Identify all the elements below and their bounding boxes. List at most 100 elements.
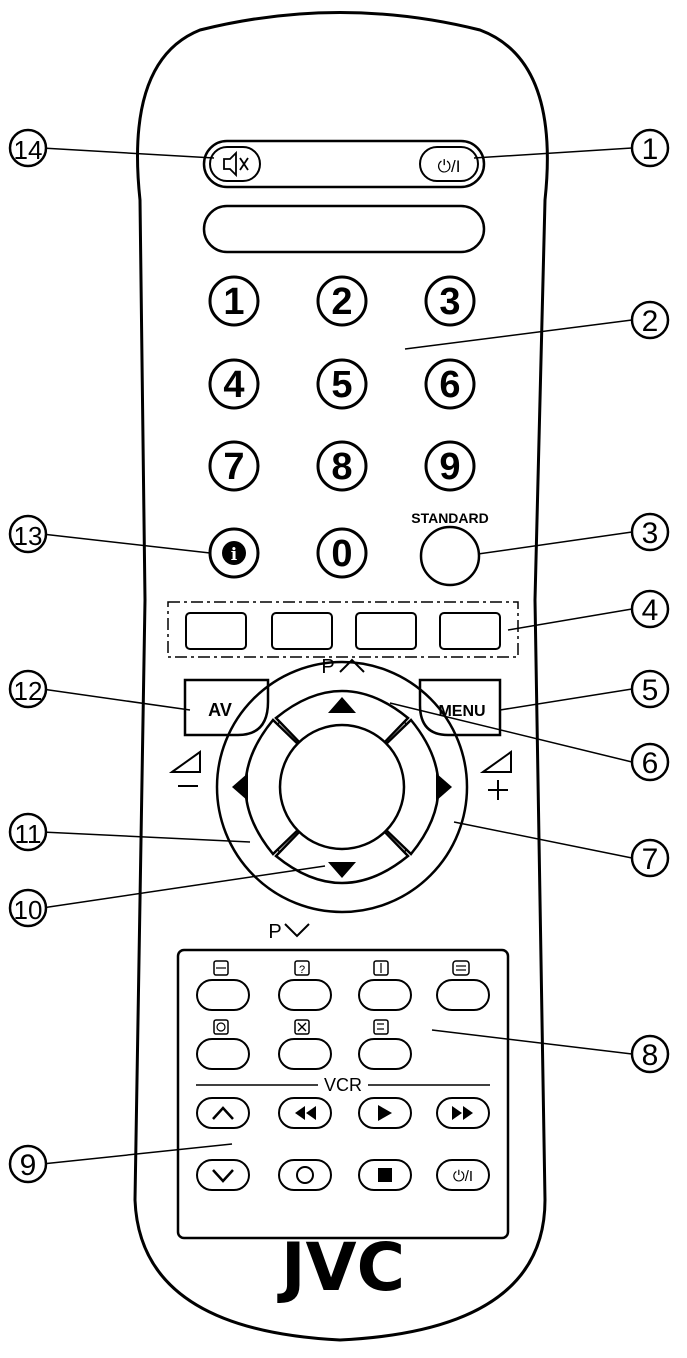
volume-plus-symbol (479, 750, 512, 800)
digit-key-label: 6 (439, 364, 460, 406)
svg-text:P: P (268, 921, 281, 943)
color-keys-frame (167, 601, 519, 658)
callout-5: 5 (630, 669, 670, 709)
digit-key-0[interactable]: 0 (316, 527, 368, 579)
digit-key-4[interactable]: 4 (208, 358, 260, 410)
digit-key-label: 7 (223, 446, 244, 488)
callout-number: 1 (642, 133, 659, 166)
svg-text:i: i (231, 545, 238, 565)
digit-key-label: 8 (331, 446, 352, 488)
mute-button[interactable] (209, 146, 261, 182)
volume-wedge-icon (168, 750, 201, 773)
triangle-right-icon (436, 773, 452, 801)
digit-key-label: 5 (331, 364, 352, 406)
color-key-1[interactable] (185, 612, 247, 650)
digit-key-label: 3 (439, 281, 460, 323)
info-icon: i (222, 541, 246, 565)
play-icon (378, 1105, 392, 1121)
digit-key-label: 0 (331, 533, 352, 575)
svg-text:MENU: MENU (438, 703, 485, 720)
teletext-reveal-key[interactable] (196, 960, 250, 1011)
digit-key-3[interactable]: 3 (424, 275, 476, 327)
teletext-size-key[interactable] (358, 960, 412, 1011)
svg-text:AV: AV (208, 700, 232, 720)
digit-key-label: 1 (223, 281, 244, 323)
triangle-left-icon (232, 773, 248, 801)
teletext-index-key[interactable] (358, 1019, 412, 1070)
digit-key-5[interactable]: 5 (316, 358, 368, 410)
callout-lines (41, 147, 633, 1165)
chevron-up-icon (212, 1106, 234, 1120)
svg-text:?: ? (299, 964, 305, 976)
vcr-fast-forward-button[interactable] (436, 1097, 490, 1129)
digit-key-8[interactable]: 8 (316, 440, 368, 492)
triangle-up-icon (328, 697, 356, 713)
power-button[interactable]: ⏻/I (419, 146, 479, 182)
rewind-icon (295, 1106, 316, 1120)
callout-number: 8 (642, 1039, 659, 1072)
callout-number: 4 (642, 594, 659, 627)
av-button[interactable]: AV (183, 678, 270, 737)
menu-button[interactable]: MENU (418, 678, 502, 737)
callout-number: 11 (15, 819, 42, 849)
callout-number: 5 (642, 674, 659, 707)
dpad-outer-ring (215, 660, 469, 914)
stop-icon (378, 1168, 392, 1182)
vcr-stop-button[interactable] (358, 1159, 412, 1191)
digit-key-2[interactable]: 2 (316, 275, 368, 327)
teletext-cancel-key[interactable] (278, 1019, 332, 1070)
digit-key-label: 2 (331, 281, 352, 323)
digit-key-9[interactable]: 9 (424, 440, 476, 492)
svg-text:P: P (321, 656, 334, 678)
callout-number: 3 (642, 517, 659, 550)
callout-7: 7 (630, 838, 670, 878)
digit-key-6[interactable]: 6 (424, 358, 476, 410)
teletext-row-1: ? (196, 960, 490, 1011)
vcr-record-button[interactable] (278, 1159, 332, 1191)
top-button-panel (202, 139, 486, 189)
vcr-channel-up-button[interactable] (196, 1097, 250, 1129)
color-key-4[interactable] (439, 612, 501, 650)
ok-button[interactable] (278, 723, 406, 851)
callout-number: 13 (14, 521, 43, 551)
p-down-label: P (268, 921, 310, 943)
callout-number: 7 (642, 843, 659, 876)
callout-13: 13 (8, 514, 48, 554)
color-key-3[interactable] (355, 612, 417, 650)
mute-icon (223, 150, 249, 178)
digit-key-7[interactable]: 7 (208, 440, 260, 492)
vcr-rewind-button[interactable] (278, 1097, 332, 1129)
callout-6: 6 (630, 742, 670, 782)
volume-up-button[interactable] (382, 718, 452, 856)
vcr-channel-down-button[interactable] (196, 1159, 250, 1191)
color-key-2[interactable] (271, 612, 333, 650)
callout-number: 12 (14, 676, 43, 706)
callout-1: 1 (630, 128, 670, 168)
digit-key-label: 4 (223, 364, 244, 406)
callout-number: 10 (14, 895, 43, 925)
callout-10: 10 (8, 888, 48, 928)
info-button[interactable]: i (208, 527, 260, 579)
digit-key-1[interactable]: 1 (208, 275, 260, 327)
vcr-label: VCR (324, 1075, 362, 1095)
standard-label: STANDARD (411, 510, 489, 526)
display-window (202, 204, 486, 254)
teletext-hold-key[interactable] (196, 1019, 250, 1070)
vcr-play-button[interactable] (358, 1097, 412, 1129)
teletext-help-key[interactable]: ? (278, 960, 332, 1011)
standard-button[interactable] (419, 525, 481, 587)
callout-4: 4 (630, 589, 670, 629)
callout-11: 11 (8, 812, 48, 852)
teletext-mode-key[interactable] (436, 960, 490, 1011)
lower-function-panel (176, 948, 510, 1240)
callout-number: 2 (642, 305, 659, 338)
callout-12: 12 (8, 669, 48, 709)
chevron-down-icon (212, 1169, 234, 1183)
callout-number: 14 (14, 135, 43, 165)
digit-key-label: 9 (439, 446, 460, 488)
vcr-power-button[interactable]: ⏻/I (436, 1159, 490, 1191)
volume-wedge-icon (479, 750, 512, 773)
